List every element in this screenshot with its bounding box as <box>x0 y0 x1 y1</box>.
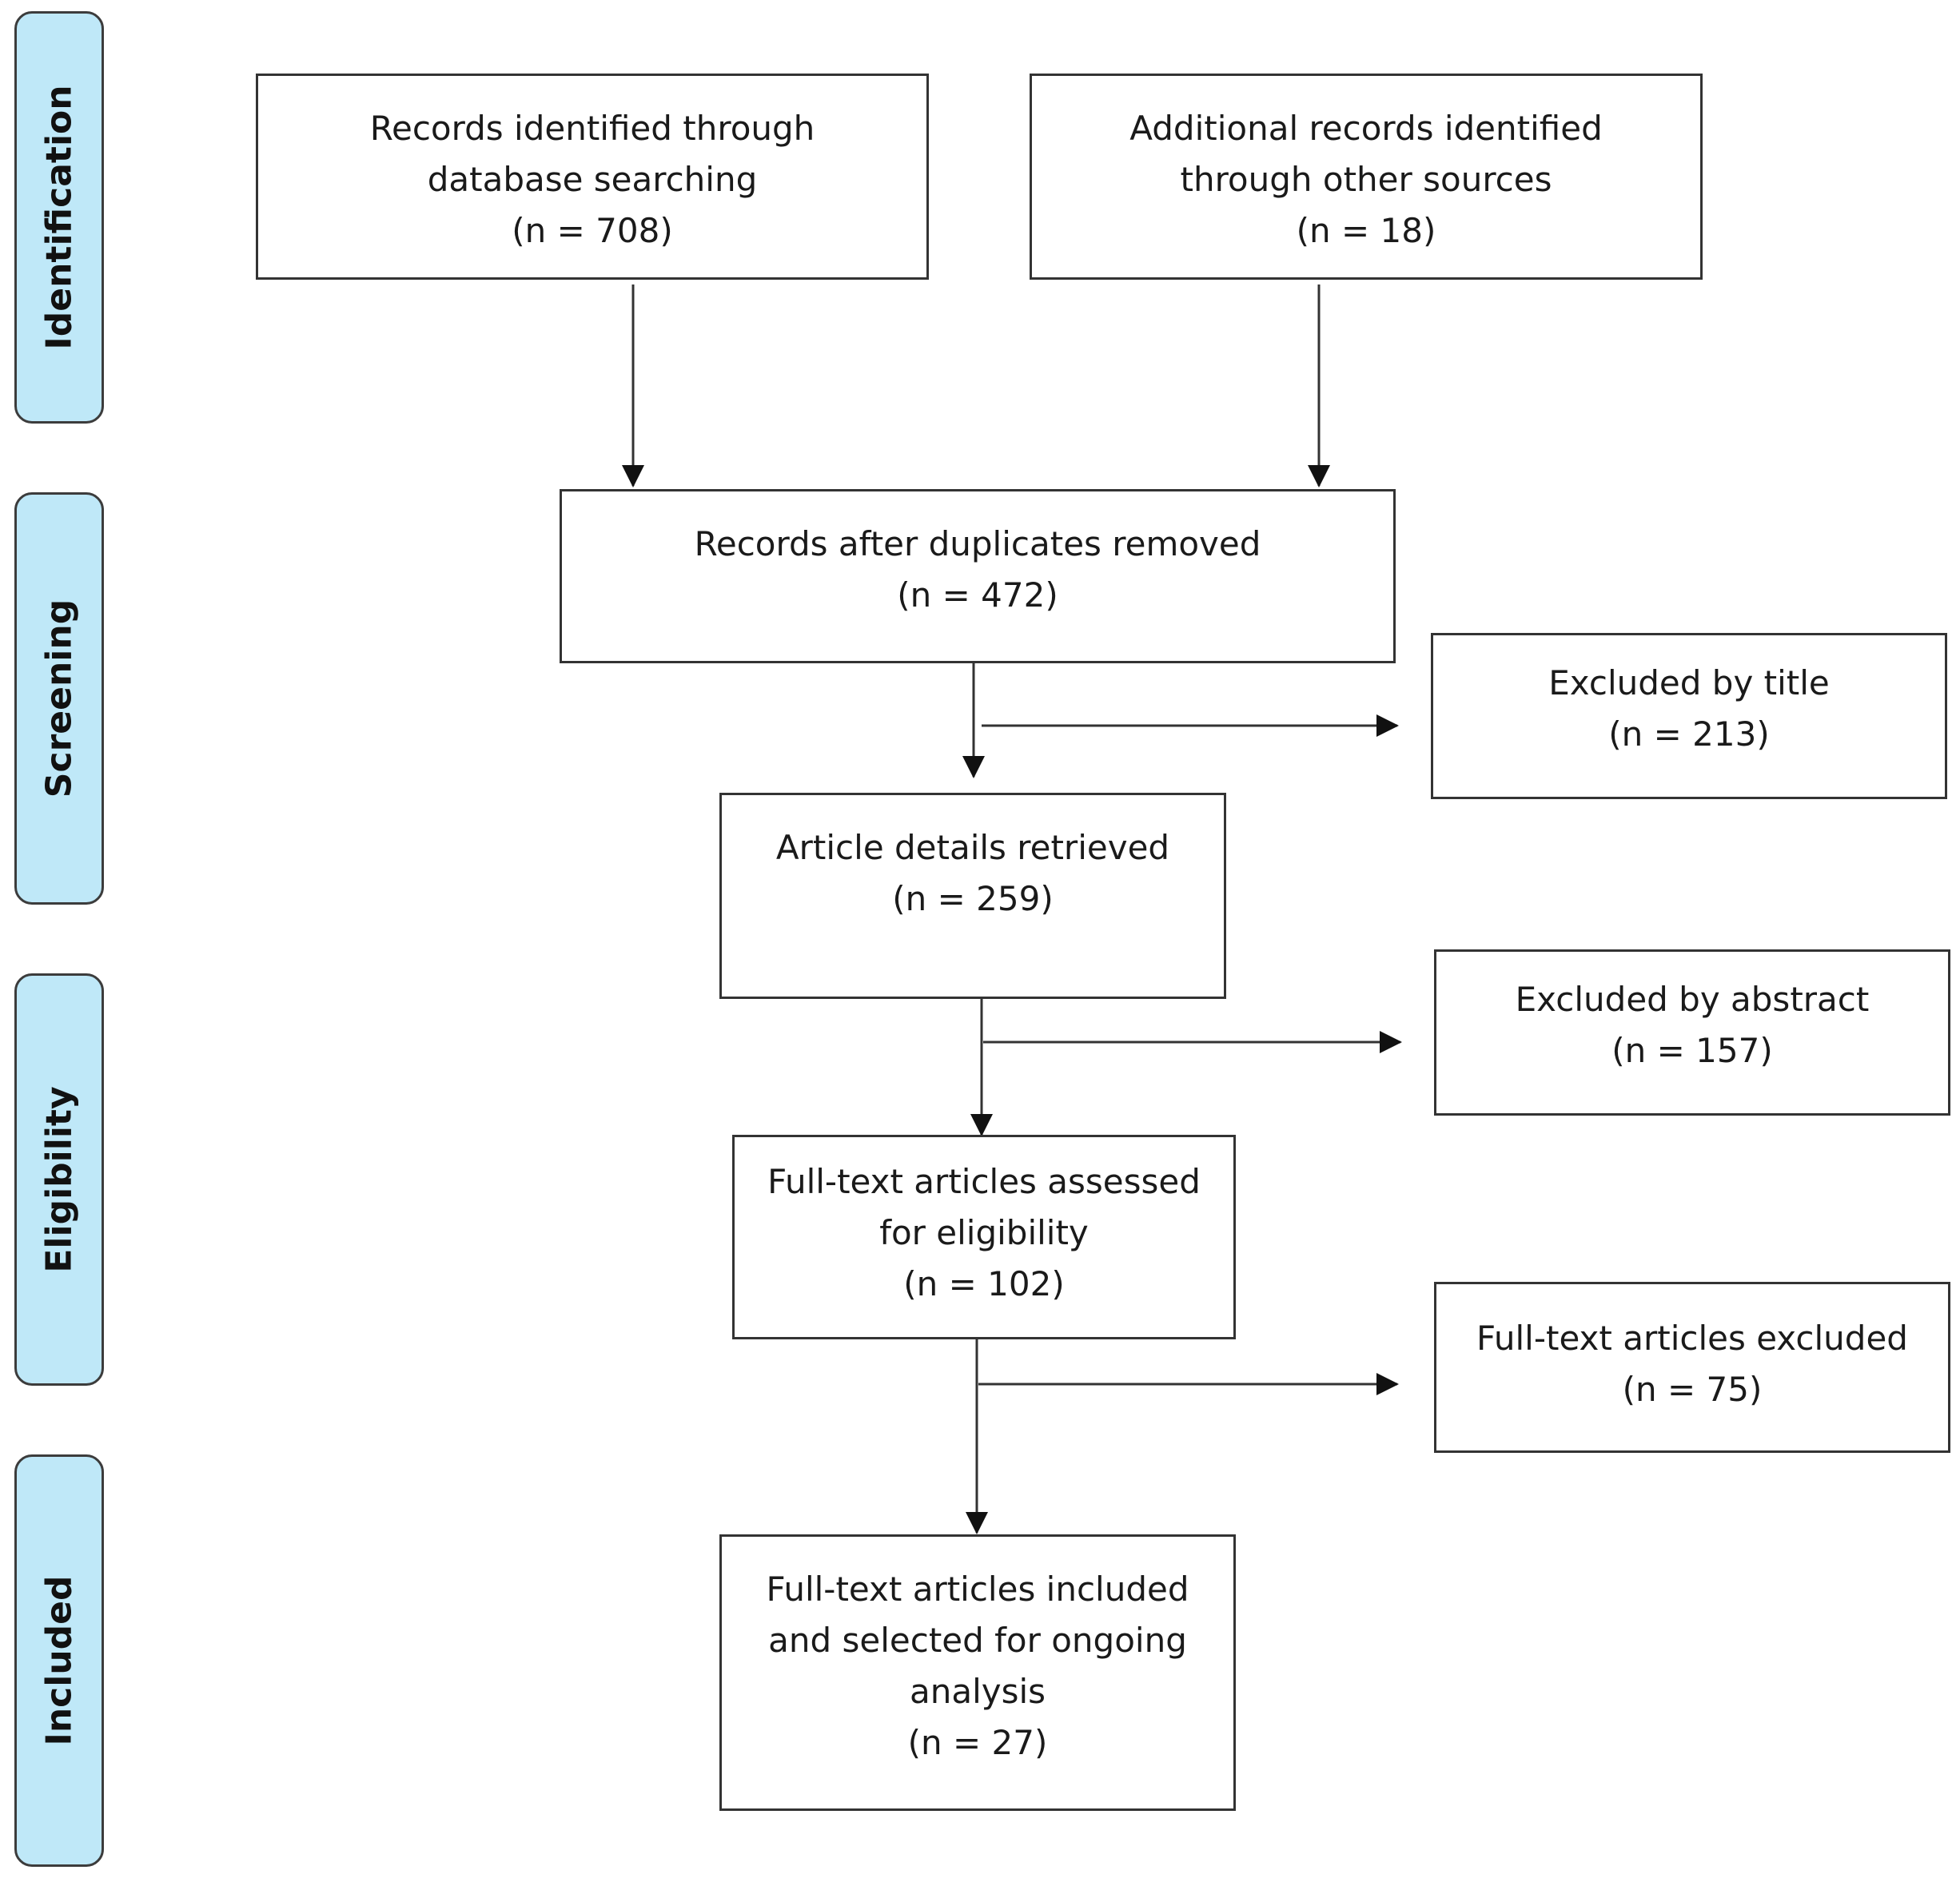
fulltext-included-line-1: Full-text articles included <box>766 1570 1189 1609</box>
stage-identification: Identification <box>14 11 104 424</box>
box-fulltext-excluded: Full-text articles excluded (n = 75) <box>1434 1282 1950 1453</box>
stage-screening: Screening <box>14 492 104 905</box>
database-records-count: (n = 708) <box>512 211 673 250</box>
details-retrieved-line-1: Article details retrieved <box>775 828 1170 867</box>
details-retrieved-count: (n = 259) <box>892 879 1054 918</box>
fulltext-assessed-line-1: Full-text articles assessed <box>767 1162 1201 1201</box>
box-database-records: Records identified through database sear… <box>256 74 929 280</box>
box-fulltext-assessed: Full-text articles assessed for eligibil… <box>732 1135 1236 1339</box>
box-excluded-title: Excluded by title (n = 213) <box>1431 633 1947 799</box>
fulltext-excluded-line-1: Full-text articles excluded <box>1476 1319 1908 1358</box>
excluded-abstract-line-1: Excluded by abstract <box>1515 980 1870 1019</box>
excluded-abstract-count: (n = 157) <box>1611 1031 1773 1070</box>
fulltext-assessed-line-2: for eligibility <box>879 1213 1089 1252</box>
other-records-line-2: through other sources <box>1180 160 1552 199</box>
fulltext-included-line-3: analysis <box>909 1672 1046 1711</box>
box-other-records: Additional records identified through ot… <box>1030 74 1703 280</box>
excluded-title-line-1: Excluded by title <box>1548 663 1830 702</box>
box-fulltext-included: Full-text articles included and selected… <box>719 1534 1236 1811</box>
box-duplicates-removed: Records after duplicates removed (n = 47… <box>560 489 1396 663</box>
other-records-line-1: Additional records identified <box>1129 109 1603 148</box>
duplicates-removed-line-1: Records after duplicates removed <box>694 524 1261 563</box>
other-records-count: (n = 18) <box>1296 211 1436 250</box>
box-details-retrieved: Article details retrieved (n = 259) <box>719 793 1226 999</box>
stage-eligibility: Eligibility <box>14 973 104 1386</box>
excluded-title-count: (n = 213) <box>1608 714 1770 754</box>
fulltext-assessed-count: (n = 102) <box>903 1264 1065 1303</box>
stage-included: Included <box>14 1454 104 1867</box>
fulltext-included-count: (n = 27) <box>907 1723 1048 1762</box>
database-records-line-2: database searching <box>427 160 758 199</box>
box-excluded-abstract: Excluded by abstract (n = 157) <box>1434 949 1950 1116</box>
database-records-line-1: Records identified through <box>369 109 815 148</box>
fulltext-excluded-count: (n = 75) <box>1622 1370 1763 1409</box>
fulltext-included-line-2: and selected for ongoing <box>768 1621 1187 1660</box>
duplicates-removed-count: (n = 472) <box>897 575 1058 615</box>
